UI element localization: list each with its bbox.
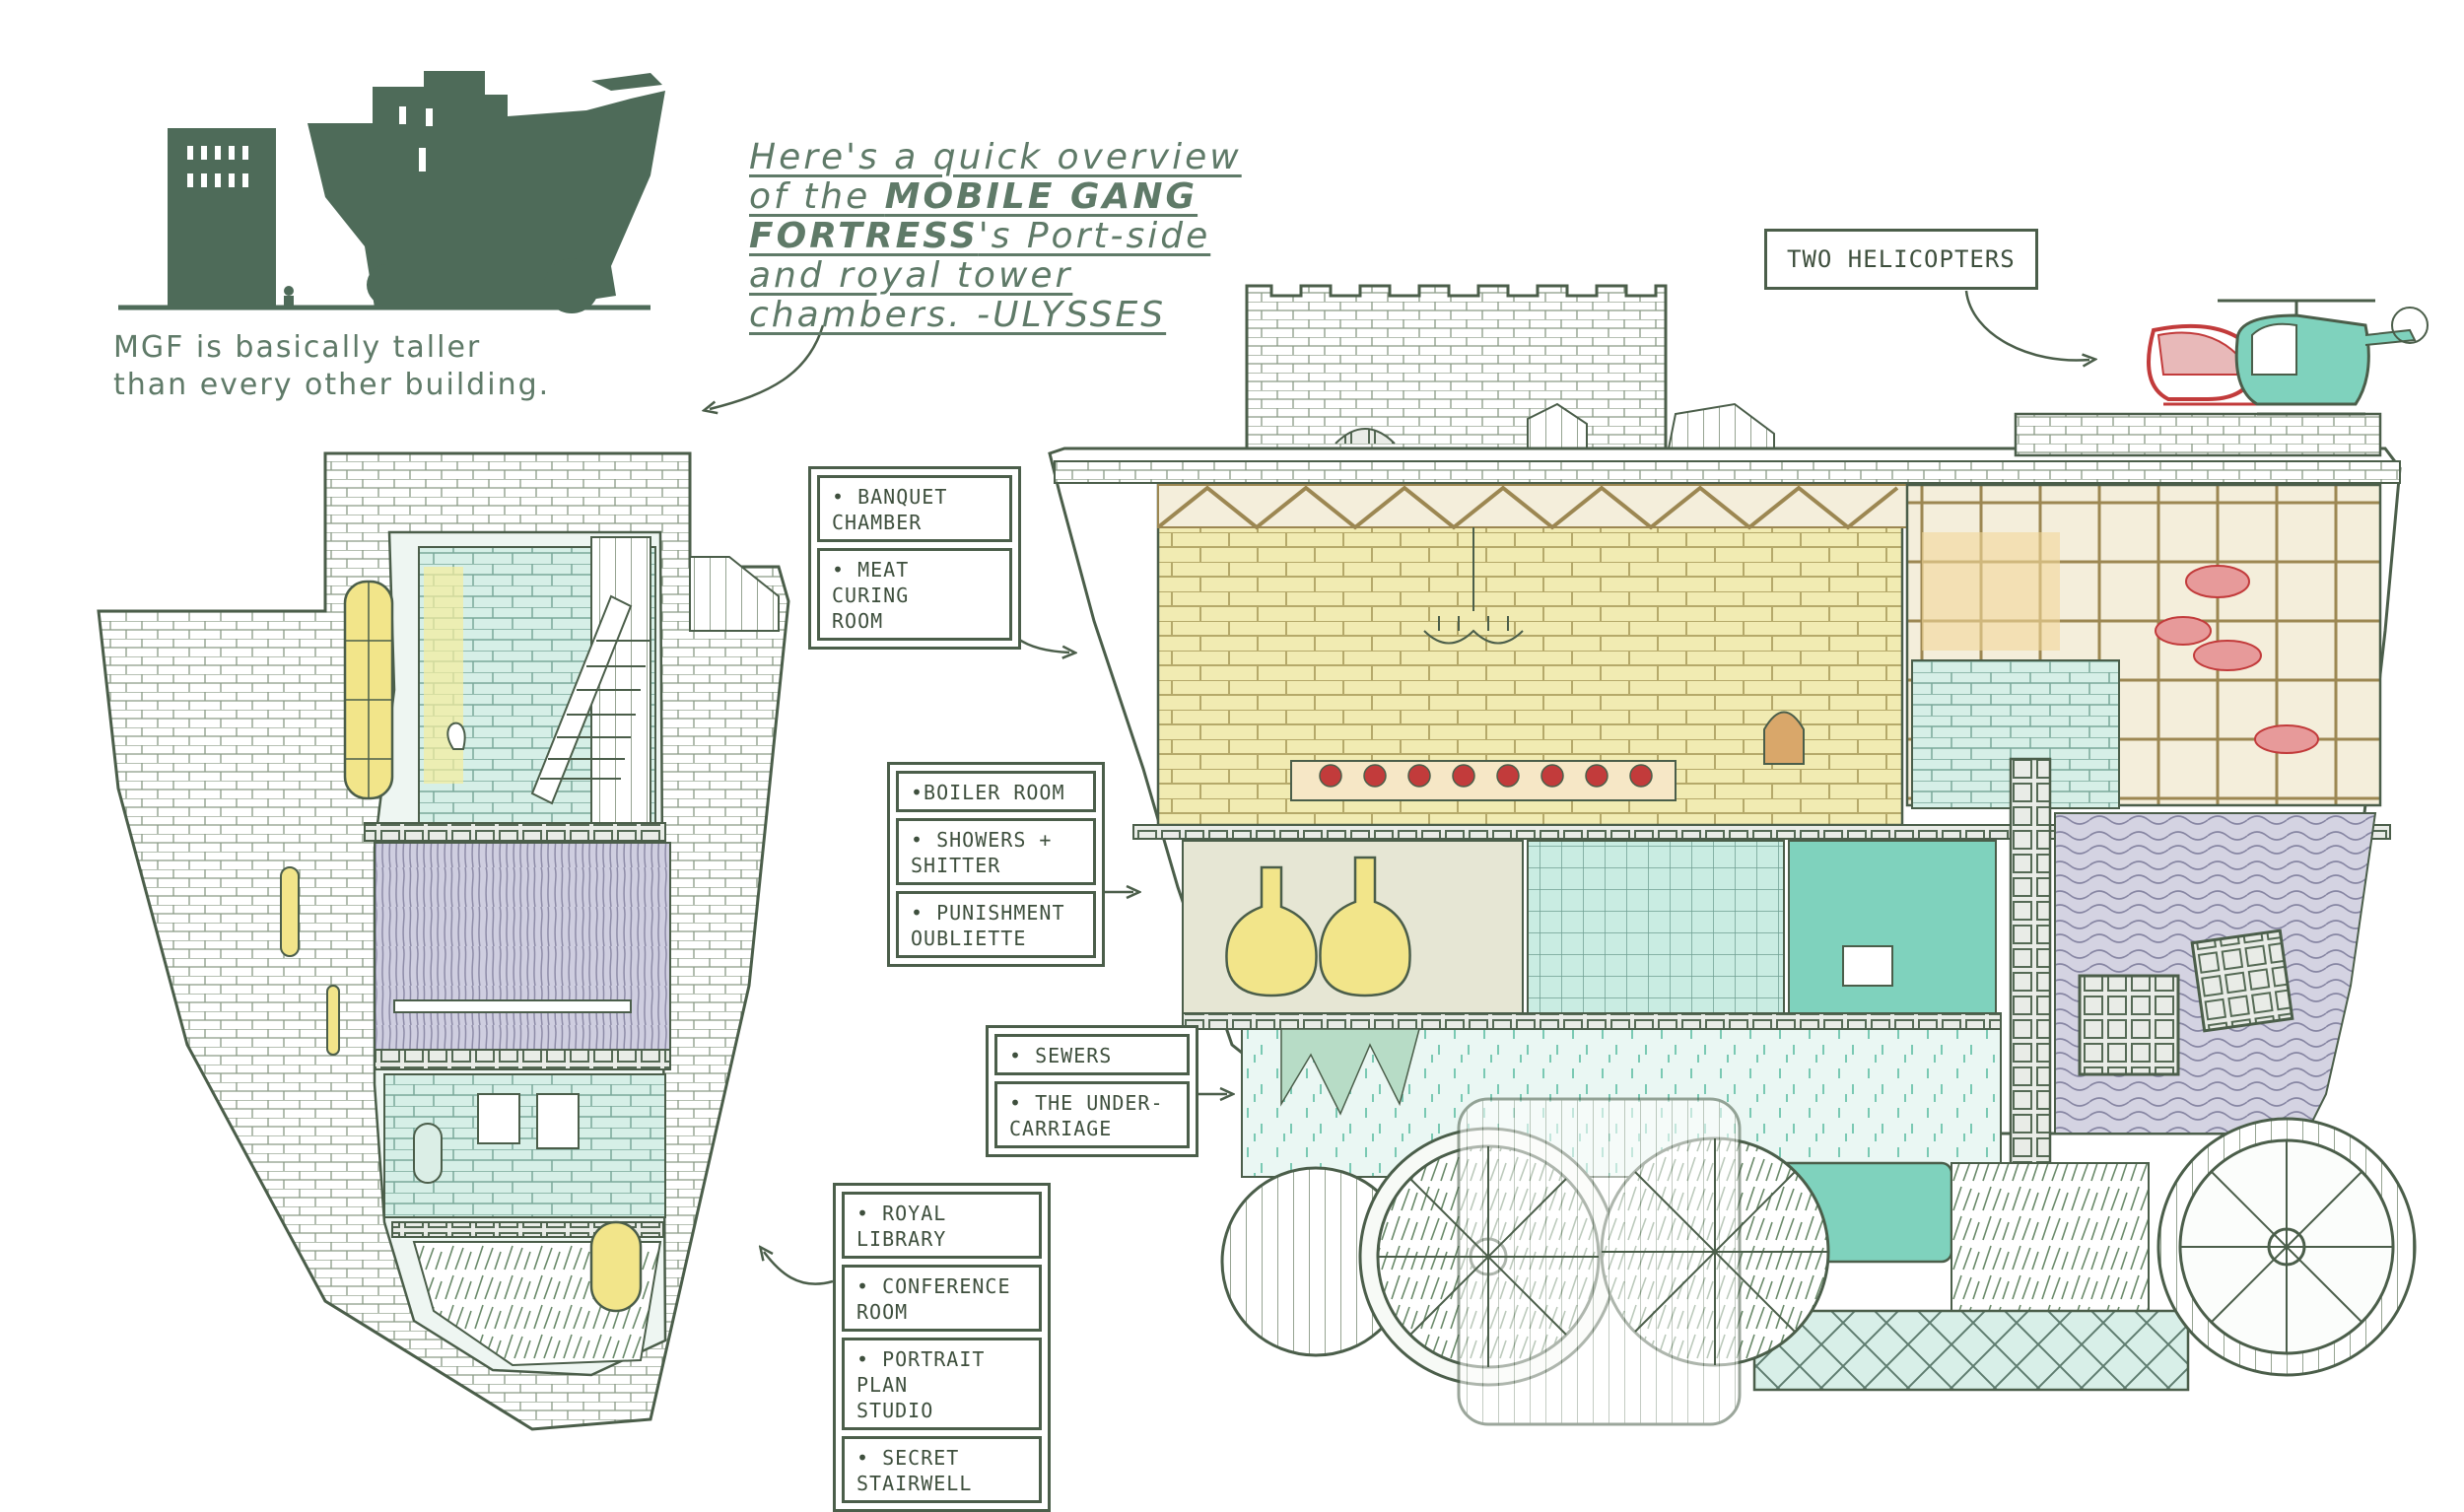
shitter bbox=[1788, 840, 1997, 1014]
height-note: MGF is basically taller than every other… bbox=[113, 329, 550, 404]
legend-meat-curing: • MEAT CURING ROOM bbox=[817, 548, 1012, 641]
wheel-guard bbox=[1457, 1097, 1742, 1426]
legend-royal-library: • ROYAL LIBRARY bbox=[842, 1192, 1042, 1259]
legend-conference-room: • CONFERENCE ROOM bbox=[842, 1265, 1042, 1332]
legend-sewers: • SEWERS • THE UNDER- CARRIAGE bbox=[986, 1025, 1198, 1157]
legend-banquet: • BANQUET CHAMBER • MEAT CURING ROOM bbox=[808, 466, 1021, 650]
legend-banquet-chamber: • BANQUET CHAMBER bbox=[817, 475, 1012, 542]
overview-line-5: chambers. -ULYSSES bbox=[749, 295, 1167, 335]
helicopter-pad bbox=[2014, 299, 2429, 457]
helicopter-teal-icon bbox=[2218, 299, 2429, 416]
overview-line-2: of the MOBILE GANG bbox=[749, 176, 1198, 217]
overview-note: Here's a quick overview of the MOBILE GA… bbox=[749, 138, 1242, 335]
helicopters-label: TWO HELICOPTERS bbox=[1764, 229, 2038, 290]
arrow-to-library bbox=[764, 1252, 834, 1285]
arrow-to-helicopters bbox=[1964, 290, 2089, 361]
chandelier-icon bbox=[1423, 527, 1524, 645]
legend-oubliette: • PUNISHMENT OUBLIETTE bbox=[896, 891, 1096, 958]
overview-line-3: FORTRESS's Port-side bbox=[749, 216, 1211, 256]
silhouette-comparison bbox=[118, 71, 665, 313]
ordinary-building-silhouette bbox=[168, 128, 276, 306]
conference-room bbox=[374, 842, 671, 1051]
mgf-silhouette bbox=[308, 71, 665, 308]
fortress-cutaway bbox=[1048, 284, 2402, 1392]
legend-boiler-room: •BOILER ROOM bbox=[896, 771, 1096, 812]
legend-secret-stairwell: • SECRET STAIRWELL bbox=[842, 1436, 1042, 1503]
banquet-table bbox=[1290, 760, 1677, 801]
royal-tower-cutaway bbox=[97, 451, 790, 1431]
height-note-line-2: than every other building. bbox=[113, 368, 551, 402]
legend-boiler: •BOILER ROOM • SHOWERS + SHITTER • PUNIS… bbox=[887, 762, 1105, 967]
height-note-line-1: MGF is basically taller bbox=[113, 330, 482, 365]
arrow-to-tower bbox=[710, 324, 825, 409]
wheel-spokes bbox=[1378, 1138, 2393, 1367]
showers bbox=[1527, 840, 1785, 1014]
legend-sewers-item: • SEWERS bbox=[994, 1034, 1190, 1075]
person-icon bbox=[284, 286, 294, 296]
legend-showers: • SHOWERS + SHITTER bbox=[896, 818, 1096, 885]
legend-tower: • ROYAL LIBRARY • CONFERENCE ROOM • PORT… bbox=[833, 1183, 1051, 1512]
overview-line-1: Here's a quick overview bbox=[749, 137, 1242, 177]
legend-portrait-studio: • PORTRAIT PLAN STUDIO bbox=[842, 1338, 1042, 1430]
overview-line-4: and royal tower bbox=[749, 255, 1073, 296]
legend-undercarriage: • THE UNDER- CARRIAGE bbox=[994, 1081, 1190, 1148]
